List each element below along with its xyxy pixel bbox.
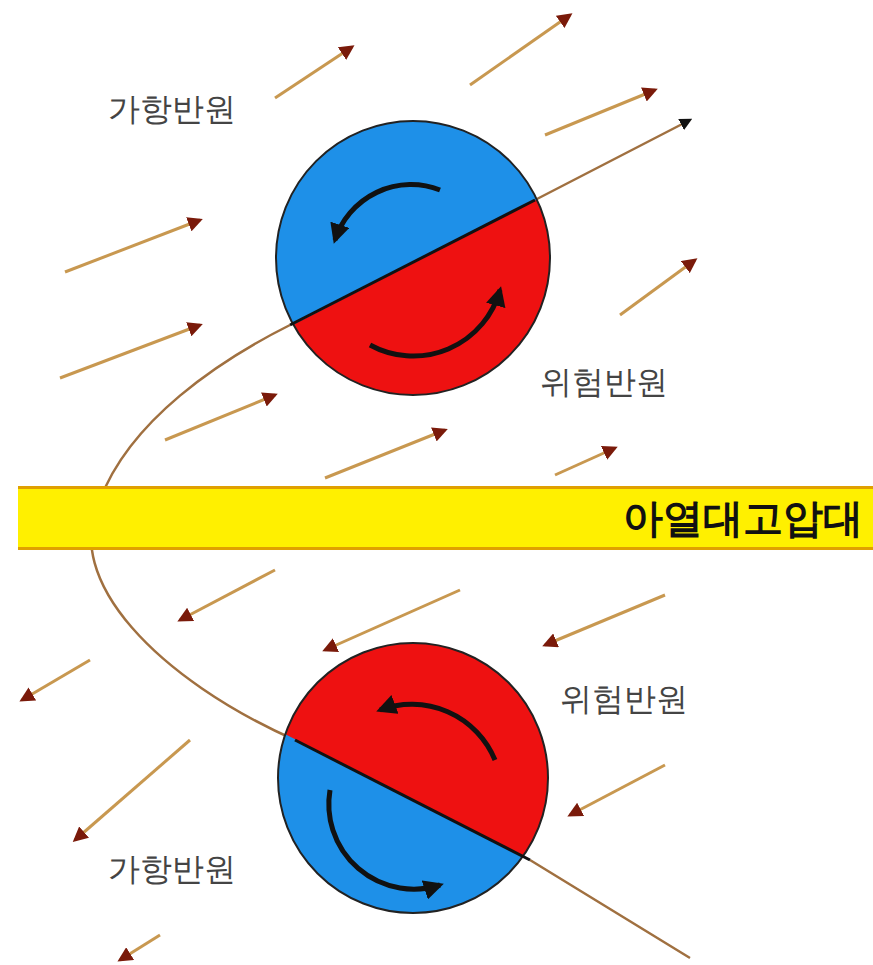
typhoon-track <box>91 325 690 958</box>
wind-arrows <box>60 15 695 478</box>
semicircle-label: 가항반원 <box>108 92 236 127</box>
trade-wind-arrows <box>22 570 665 960</box>
band-label: 아열대고압대 <box>623 498 873 538</box>
track-arrow <box>535 120 690 200</box>
semicircle-label: 위험반원 <box>540 365 668 400</box>
subtropical-high-band: 아열대고압대 <box>18 486 873 550</box>
typhoon-circle-south <box>230 630 600 930</box>
semicircle-label: 위험반원 <box>560 682 688 717</box>
typhoon-circle-north <box>230 100 600 410</box>
semicircle-label: 가항반원 <box>108 852 236 887</box>
